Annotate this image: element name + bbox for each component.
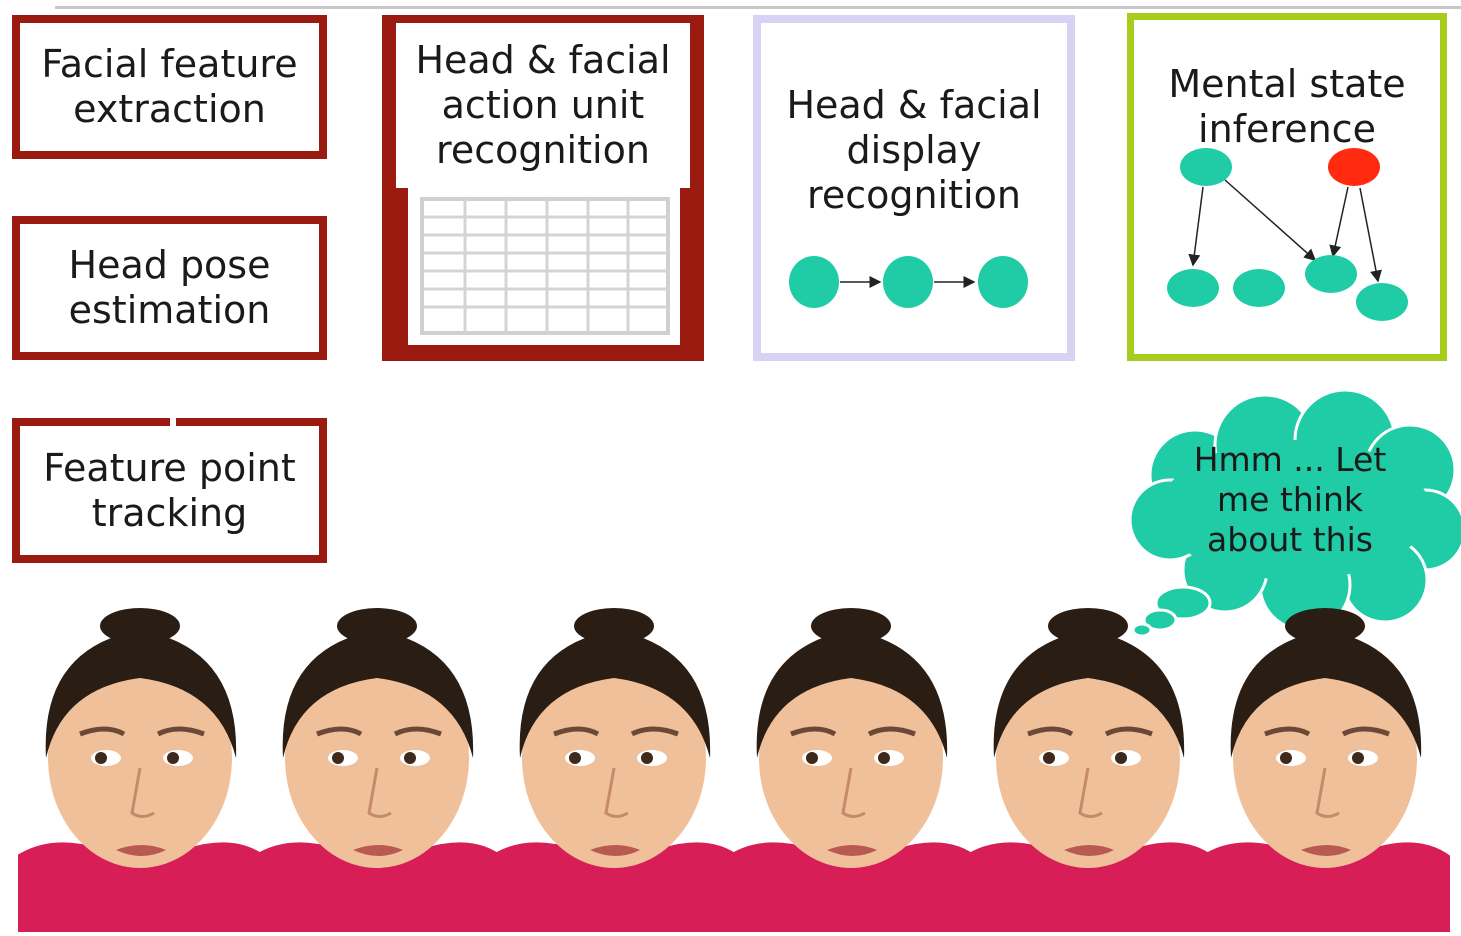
net-node-b <box>1167 269 1219 307</box>
mental-state-inference-box: Mental state inference <box>1127 13 1447 361</box>
thought-bubble <box>1128 388 1461 638</box>
net-node-c <box>1233 269 1285 307</box>
net-node-e <box>1356 283 1408 321</box>
top-divider <box>55 6 1461 9</box>
display-recognition-box: Head & facial display recognition <box>753 15 1075 361</box>
feature-point-tracking-box: Feature point tracking <box>12 418 327 563</box>
face-sequence <box>18 608 1450 932</box>
action-unit-recognition-box: Head & facial action unit recognition <box>382 15 704 361</box>
inference-network <box>1167 148 1408 321</box>
net-node-d <box>1305 255 1357 293</box>
facial-feature-extraction-label: Facial feature extraction <box>41 42 298 131</box>
head-pose-estimation-label: Head pose estimation <box>68 243 271 332</box>
head-pose-estimation-box: Head pose estimation <box>12 216 327 360</box>
feature-point-tracking-label: Feature point tracking <box>43 445 296 535</box>
display-hmm-chain <box>789 256 1028 308</box>
action-unit-recognition-label: Head & facial action unit recognition <box>415 38 671 172</box>
net-node-a <box>1180 148 1232 186</box>
net-node-active <box>1328 148 1380 186</box>
chain-node-3 <box>978 256 1028 308</box>
display-recognition-label: Head & facial display recognition <box>786 83 1042 217</box>
thought-bubble-text: Hmm ... Let me think about this <box>1193 440 1387 559</box>
chain-node-2 <box>883 256 933 308</box>
facial-feature-extraction-box: Facial feature extraction <box>12 15 327 159</box>
action-unit-table-graphic <box>408 187 680 345</box>
mental-state-inference-label: Mental state inference <box>1168 62 1406 151</box>
chain-node-1 <box>789 256 839 308</box>
